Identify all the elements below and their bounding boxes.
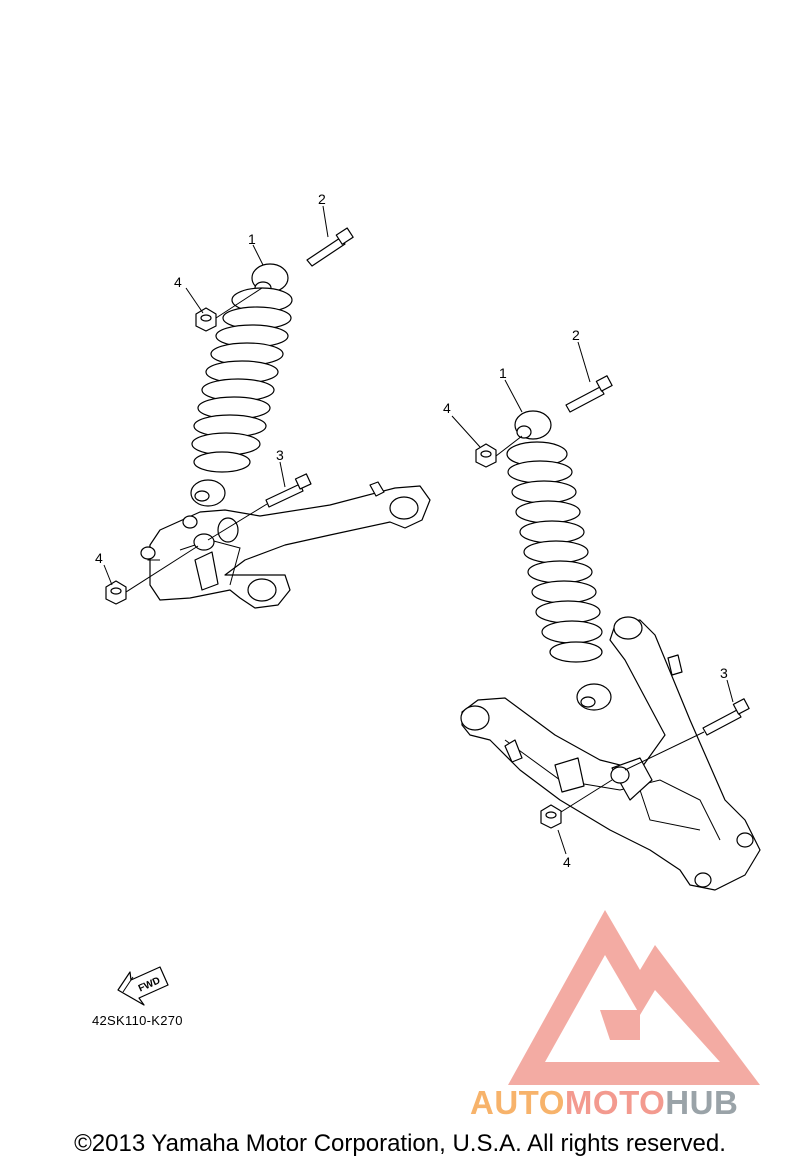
callout-right-2: 2 [572,327,580,343]
right-rear-shock-absorber [506,410,612,711]
right-lower-nut [540,804,562,829]
right-swing-arm [460,616,761,891]
watermark-hub: HUB [665,1084,739,1121]
left-lower-bolt [265,473,312,508]
left-upper-bolt [306,227,354,267]
forward-arrow-icon: FWD [117,966,169,1006]
watermark-moto: MOTO [564,1084,666,1121]
callout-right-4-lower: 4 [563,854,571,870]
left-swing-arm [140,481,431,609]
right-upper-nut [475,443,497,468]
callout-left-4-lower: 4 [95,550,103,566]
callout-left-2: 2 [318,191,326,207]
right-assembly: 1 2 4 3 4 [443,327,761,891]
callout-left-3: 3 [276,447,284,463]
callout-left-1: 1 [248,231,256,247]
watermark-auto: AUTO [470,1084,565,1121]
copyright-notice: ©2013 Yamaha Motor Corporation, U.S.A. A… [74,1130,726,1157]
diagram-code: 42SK110-K270 [92,1013,183,1028]
left-lower-nut [105,580,127,605]
right-upper-bolt [565,375,613,413]
callout-right-1: 1 [499,365,507,381]
left-upper-nut [195,307,217,332]
callout-right-3: 3 [720,665,728,681]
left-assembly: 1 2 4 3 4 [95,191,431,609]
callout-left-4-upper: 4 [174,274,182,290]
automotohub-logo [508,910,760,1085]
watermark-text: AUTOMOTOHUB [470,1084,738,1122]
left-rear-shock-absorber [190,263,293,551]
callout-right-4-upper: 4 [443,400,451,416]
right-lower-bolt [702,698,750,736]
